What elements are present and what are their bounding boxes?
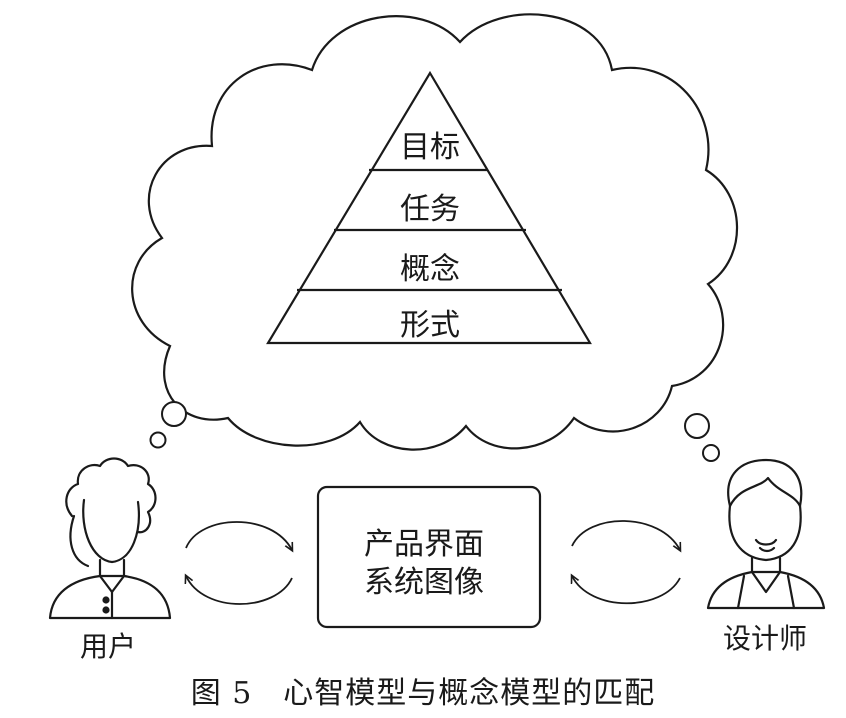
user-label: 用户: [79, 630, 137, 663]
pyramid-outline: [266, 70, 592, 345]
user-body: [48, 574, 172, 620]
designer-figure: [706, 458, 826, 610]
designer-thought-bubbles: [684, 413, 720, 462]
user-thought-bubbles: [149, 401, 187, 449]
pyramid-level-goal: 目标: [400, 130, 460, 165]
pyramid-level-task: 任务: [400, 192, 460, 227]
user-figure: [48, 457, 172, 620]
user-hair: [65, 457, 157, 534]
pyramid-level-form: 形式: [400, 308, 460, 343]
system-image-line-1: 产品界面: [364, 527, 484, 562]
designer-label: 设计师: [722, 622, 808, 655]
pyramid-level-concept: 概念: [400, 252, 460, 287]
system-image-box: [316, 485, 542, 629]
right-cycle-arrows: [572, 520, 680, 605]
pyramid: [266, 70, 592, 345]
left-cycle-arrows: [186, 521, 292, 605]
user-face: [82, 498, 140, 564]
designer-hair: [728, 476, 802, 508]
designer-body: [706, 570, 826, 610]
figure-caption: 图 5 心智模型与概念模型的匹配: [190, 676, 656, 711]
system-image-line-2: 系统图像: [364, 565, 484, 600]
designer-beard: [754, 538, 778, 546]
